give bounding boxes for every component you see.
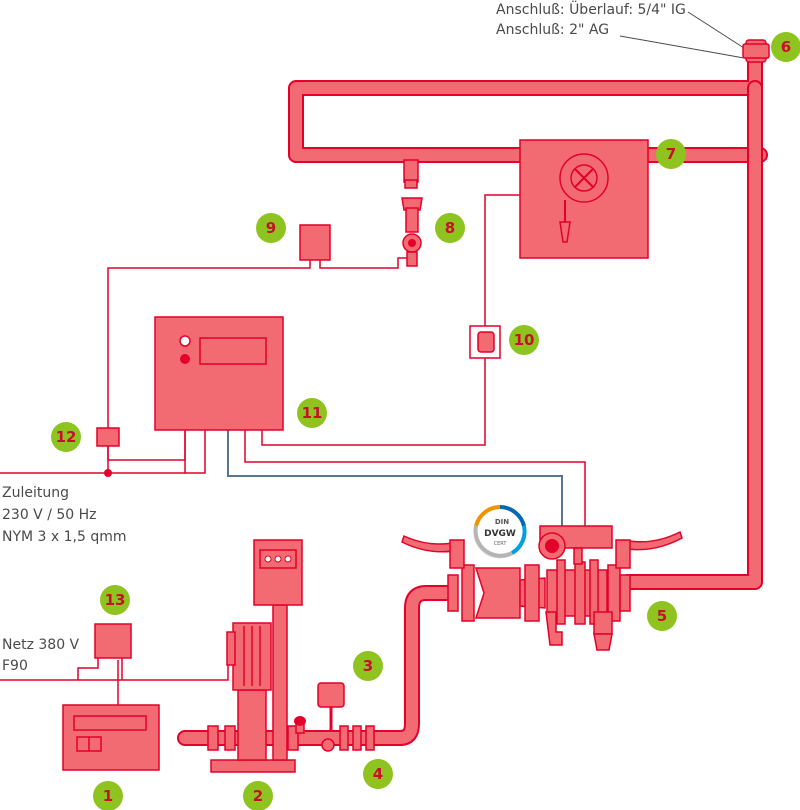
main-switch [94,623,132,659]
leader-line [619,35,745,59]
mains-label: Netz 380 V [2,637,80,653]
badge-8: 8 [435,213,465,243]
junction-box [96,427,120,447]
fire-rating-label: F90 [2,658,28,674]
dvgw-cert-badge: DIN DVGW CERT [473,505,527,559]
cert-dvgw-text: DVGW [484,529,516,539]
overflow-pipe [288,54,768,590]
signal-cable [227,430,563,526]
badge-10: 10 [509,325,539,355]
overflow-connection [742,39,770,63]
ag-connection-label: Anschluß: 2" AG [496,22,610,38]
badge-2: 2 [243,781,273,810]
sensor-box [299,224,331,261]
pump-controller [62,704,160,771]
tank [519,139,649,259]
control-cabinet [154,316,284,431]
cert-cert-text: CERT [494,541,508,547]
leader-line [687,11,745,49]
badge-4: 4 [363,759,393,789]
booster-pump [207,539,303,773]
cert-din-text: DIN [495,518,509,526]
system-separator [401,525,683,651]
float-switch [469,325,501,359]
junction-dot [104,469,112,477]
badge-9: 9 [256,213,286,243]
solenoid-valve [401,197,423,267]
badge-6: 6 [771,32,800,62]
control-wiring [0,194,586,705]
badge-13: 13 [100,585,130,615]
supply-pipe [177,585,456,746]
badge-5: 5 [647,601,677,631]
expansion-vessel [317,682,345,730]
overflow-connection-label: Anschluß: Überlauf: 5/4" IG [496,2,686,18]
badge-7: 7 [656,139,686,169]
supply-line-label: Zuleitung [2,485,69,501]
badge-11: 11 [297,398,327,428]
badge-12: 12 [51,422,81,452]
badge-1: 1 [93,781,123,810]
valve-fittings [294,716,375,752]
badge-3: 3 [353,651,383,681]
supply-cable-label: NYM 3 x 1,5 qmm [2,529,127,545]
supply-voltage-label: 230 V / 50 Hz [2,507,97,523]
